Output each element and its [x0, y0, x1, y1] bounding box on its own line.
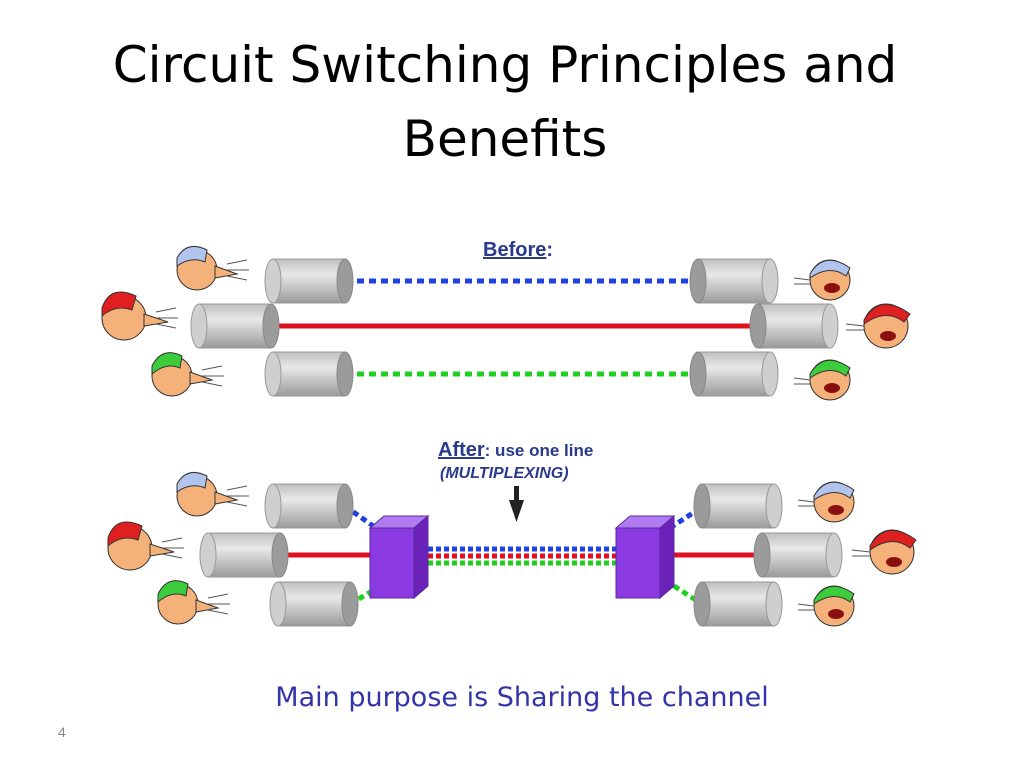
tin-can-icon [264, 483, 354, 529]
after-green-right [672, 583, 704, 607]
multiplexer-icon [614, 514, 676, 600]
tin-can-icon [269, 581, 359, 627]
speaker-head-icon [176, 471, 249, 517]
speaker-head-icon [101, 291, 178, 341]
tin-can-icon [689, 351, 779, 397]
listener-head-icon [793, 359, 851, 401]
speaker-head-icon [151, 352, 224, 397]
after-label: After: use one line [438, 439, 593, 461]
listener-head-icon [851, 529, 917, 575]
after-sublabel: (MULTIPLEXING) [440, 465, 569, 482]
tin-can-icon [753, 532, 843, 578]
tin-can-icon [190, 303, 280, 349]
after-blue-left [343, 503, 378, 531]
speaker-head-icon [157, 580, 230, 625]
tin-can-icon [689, 258, 779, 304]
listener-head-icon [797, 481, 855, 523]
listener-head-icon [797, 585, 855, 627]
multiplexer-icon [368, 514, 430, 600]
listener-head-icon [845, 303, 911, 349]
tin-can-icon [199, 532, 289, 578]
caption: Main purpose is Sharing the channel [275, 682, 769, 713]
multiplexed-trunk [420, 546, 622, 566]
tin-can-icon [693, 581, 783, 627]
speaker-head-icon [107, 521, 184, 571]
page-number: 4 [58, 724, 66, 740]
arrow-down-icon [509, 486, 524, 522]
slide-title: Circuit Switching Principles and Benefit… [112, 36, 898, 168]
tin-can-icon [264, 258, 354, 304]
speaker-head-icon [176, 245, 249, 291]
listener-head-icon [793, 259, 851, 301]
tin-can-icon [264, 351, 354, 397]
before-label: Before: [483, 239, 553, 261]
tin-can-icon [749, 303, 839, 349]
tin-can-icon [693, 483, 783, 529]
